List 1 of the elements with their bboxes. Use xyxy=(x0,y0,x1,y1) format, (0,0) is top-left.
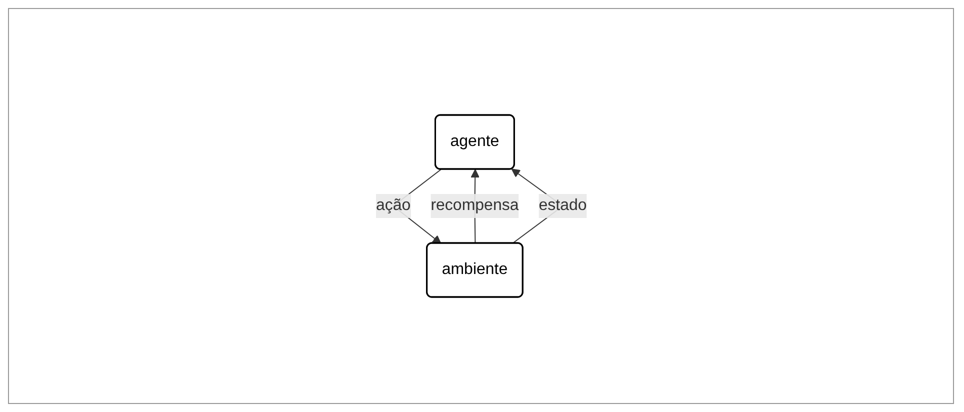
diagram-frame: ação recompensa estado agente ambiente xyxy=(8,8,954,404)
